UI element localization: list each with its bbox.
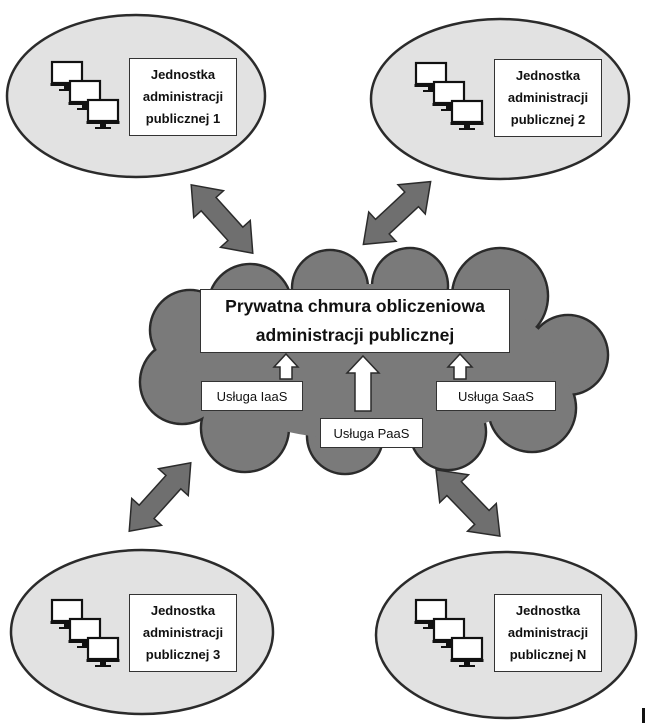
saas-up-arrow-icon <box>446 352 474 380</box>
bidirectional-arrow-icon <box>420 455 516 551</box>
iaas-up-arrow-icon <box>272 352 300 380</box>
unit-label-1: Jednostka administracji publicznej 1 <box>129 58 237 136</box>
bidirectional-arrow-icon <box>175 170 269 268</box>
bidirectional-arrow-icon <box>113 448 207 546</box>
unit-label-n: Jednostka administracji publicznej N <box>494 594 602 672</box>
service-paas: Usługa PaaS <box>320 418 423 448</box>
service-saas: Usługa SaaS <box>436 381 556 411</box>
paas-up-arrow-icon <box>345 354 381 412</box>
unit-label-3: Jednostka administracji publicznej 3 <box>129 594 237 672</box>
cloud-title: Prywatna chmura obliczeniowa administrac… <box>200 289 510 353</box>
corner-mark <box>642 708 645 723</box>
unit-label-2: Jednostka administracji publicznej 2 <box>494 59 602 137</box>
service-iaas: Usługa IaaS <box>201 381 303 411</box>
bidirectional-arrow-icon <box>348 166 446 260</box>
